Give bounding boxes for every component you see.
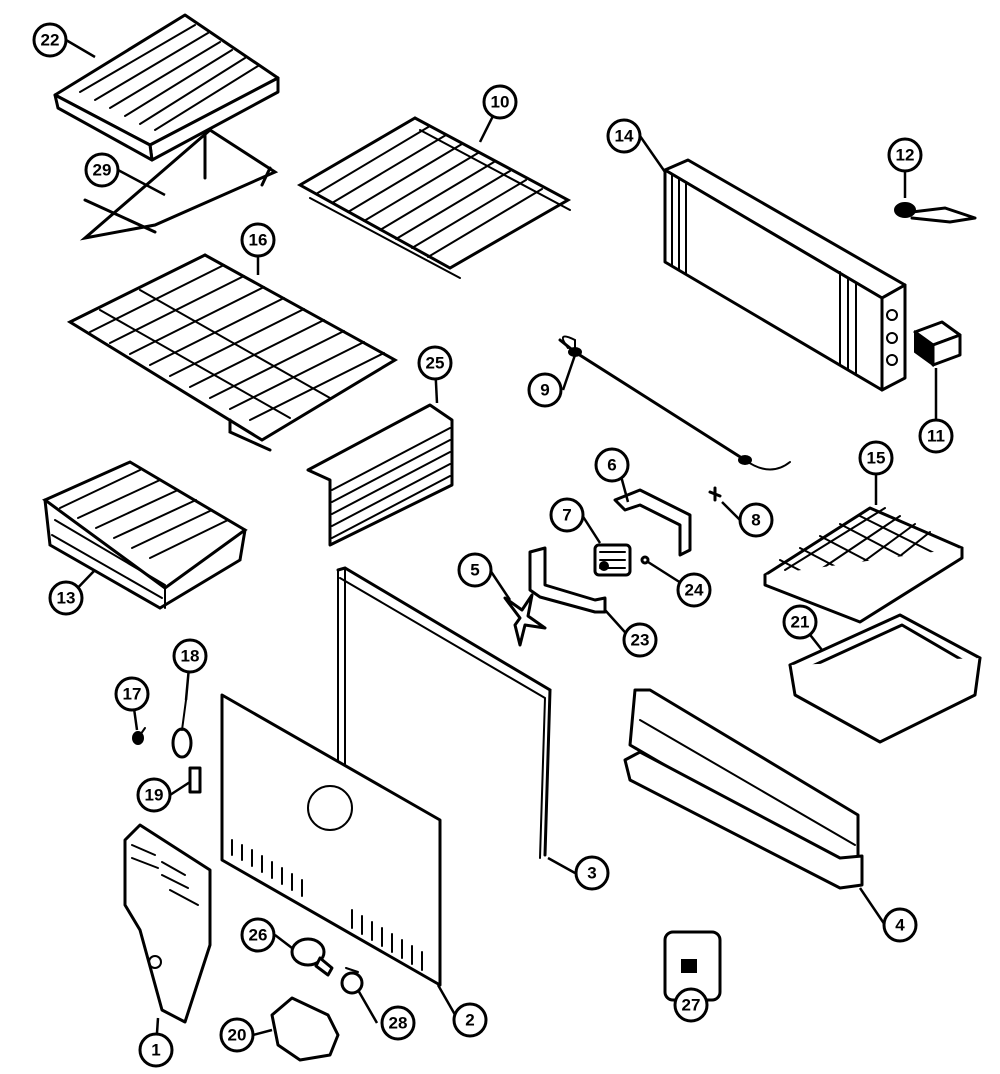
callout-label: 12	[896, 146, 915, 165]
part-1-control-housing	[123, 823, 212, 1024]
callout-label: 23	[631, 631, 650, 650]
callout-label: 9	[540, 381, 549, 400]
callout-label: 13	[57, 589, 76, 608]
part-17-knob	[132, 727, 146, 745]
callout-label: 24	[685, 581, 704, 600]
callout-18: 18	[172, 638, 208, 674]
callout-6: 6	[594, 447, 630, 483]
part-6-bracket	[613, 488, 692, 557]
callout-15: 15	[858, 440, 894, 476]
callout-label: 17	[123, 685, 142, 704]
callout-5: 5	[457, 552, 493, 588]
callout-10: 10	[482, 84, 518, 120]
callout-label: 27	[682, 996, 701, 1015]
callout-27: 27	[673, 987, 709, 1023]
part-3-gasket	[336, 566, 552, 859]
callout-label: 25	[426, 354, 445, 373]
part-7-fan-motor	[593, 543, 632, 577]
part-4-drain-trough	[623, 688, 864, 890]
callout-label: 14	[615, 127, 634, 146]
callout-label: 21	[791, 613, 810, 632]
callout-label: 26	[249, 926, 268, 945]
callout-label: 8	[751, 511, 760, 530]
callout-9: 9	[527, 372, 563, 408]
callout-label: 7	[562, 506, 571, 525]
callout-label: 3	[587, 864, 596, 883]
callout-2: 2	[452, 1002, 488, 1038]
callout-8: 8	[738, 502, 774, 538]
part-14-evaporator	[663, 158, 907, 392]
part-25-divider	[306, 403, 454, 547]
part-13-wire-basket	[42, 460, 248, 610]
callout-21: 21	[782, 604, 818, 640]
part-10-wire-shelf	[296, 116, 572, 279]
callout-label: 2	[465, 1011, 474, 1030]
callout-25: 25	[417, 345, 453, 381]
callout-7: 7	[549, 497, 585, 533]
callout-3: 3	[574, 855, 610, 891]
callout-label: 20	[228, 1026, 247, 1045]
callout-label: 1	[151, 1041, 160, 1060]
callout-label: 5	[470, 561, 479, 580]
callout-19: 19	[136, 777, 172, 813]
callout-1: 1	[138, 1032, 174, 1068]
callout-11: 11	[918, 418, 954, 454]
part-2-rear-panel	[220, 693, 442, 987]
callout-label: 19	[145, 786, 164, 805]
part-15-ice-tray	[763, 506, 964, 624]
part-12-thermistor	[894, 202, 977, 224]
callout-label: 10	[491, 93, 510, 112]
callout-label: 18	[181, 647, 200, 666]
part-21-ice-bin	[788, 613, 982, 744]
part-23-motor-bracket	[528, 546, 607, 614]
callout-24: 24	[676, 572, 712, 608]
part-19-clip	[188, 766, 202, 794]
part-11-block	[913, 320, 962, 367]
callout-label: 29	[93, 161, 112, 180]
part-9-heater	[558, 335, 791, 471]
part-8-screw	[708, 486, 722, 502]
callout-label: 16	[249, 231, 268, 250]
part-22-crisper-cover	[53, 13, 280, 162]
callout-label: 4	[895, 916, 905, 935]
part-5-fan-blade	[503, 593, 547, 647]
callout-20: 20	[219, 1017, 255, 1053]
part-18-button	[171, 699, 193, 759]
callout-22: 22	[32, 22, 68, 58]
part-24-fastener	[640, 555, 650, 565]
part-16-wire-shelf	[66, 253, 399, 452]
part-20-light-cover	[270, 996, 340, 1062]
part-26-light-bulb	[290, 937, 334, 977]
callout-label: 28	[389, 1014, 408, 1033]
callout-17: 17	[114, 676, 150, 712]
callout-29: 29	[84, 152, 120, 188]
callout-label: 11	[927, 427, 945, 446]
callout-13: 13	[48, 580, 84, 616]
callout-label: 15	[867, 449, 886, 468]
callout-label: 22	[41, 31, 60, 50]
part-29-frame	[79, 128, 279, 241]
callout-label: 6	[607, 456, 616, 475]
part-28-socket	[340, 967, 364, 995]
callout-12: 12	[887, 137, 923, 173]
callout-26: 26	[240, 917, 276, 953]
callout-4: 4	[882, 907, 918, 943]
callout-23: 23	[622, 622, 658, 658]
callout-28: 28	[380, 1005, 416, 1041]
callout-16: 16	[240, 222, 276, 258]
callout-14: 14	[606, 118, 642, 154]
